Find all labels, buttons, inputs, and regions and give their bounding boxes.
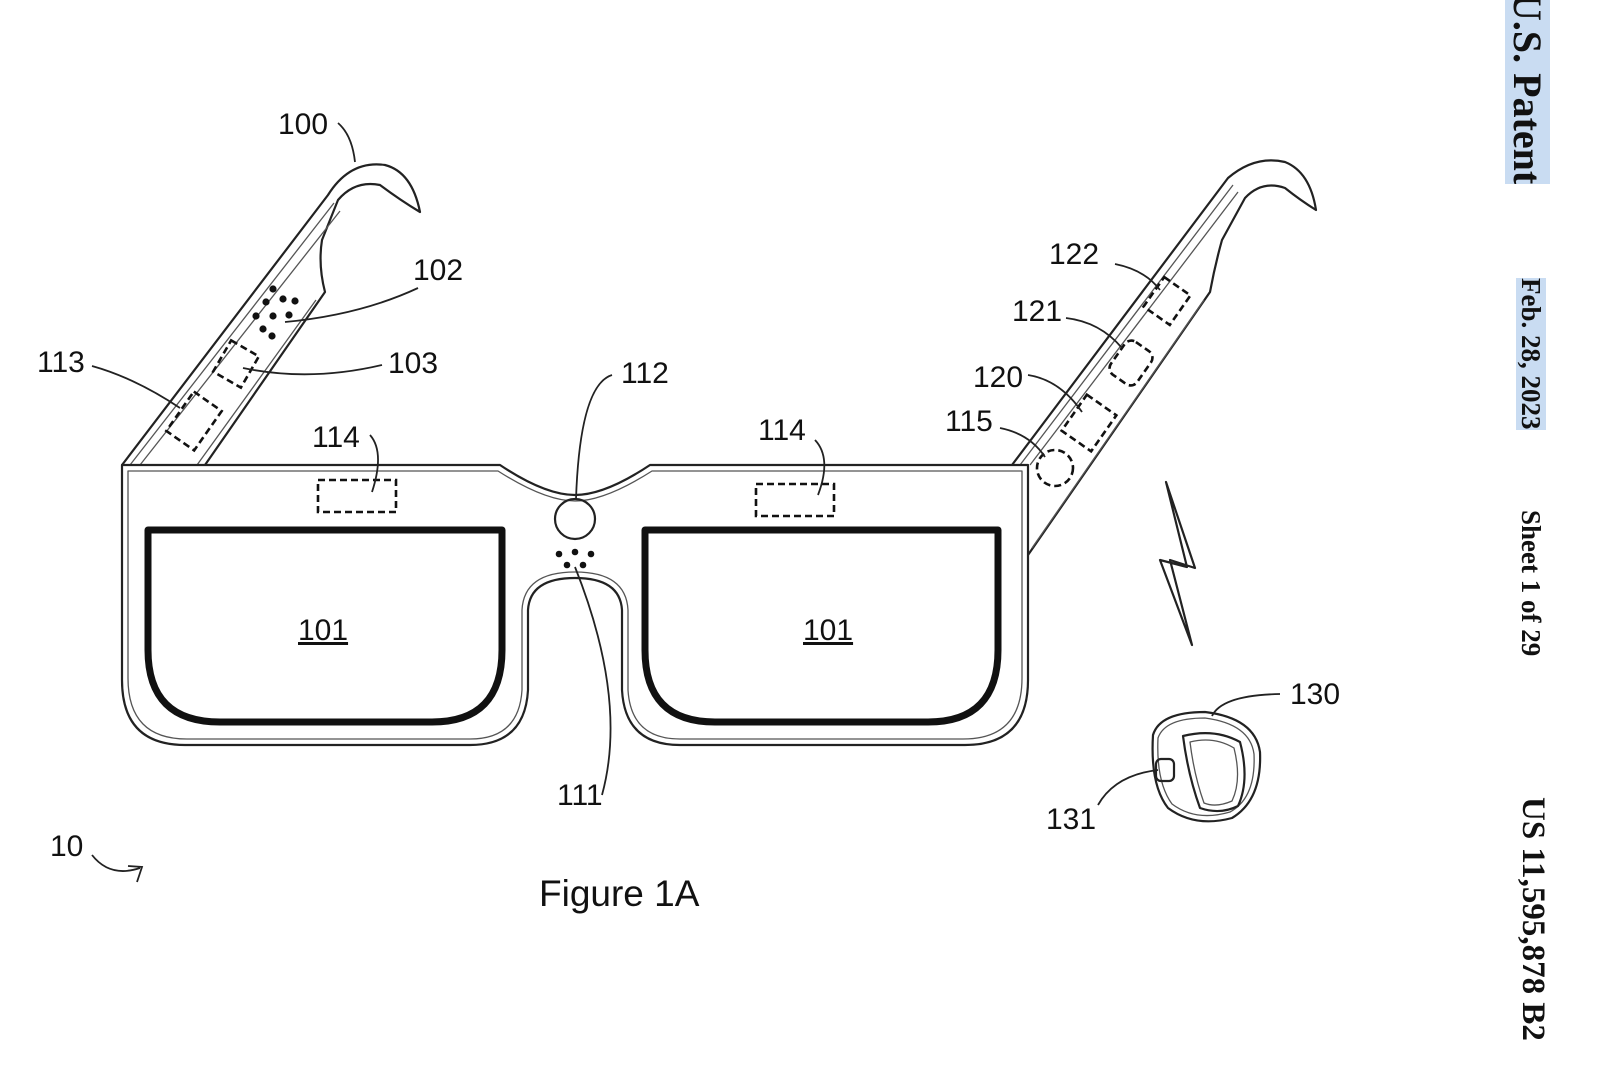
ref-131: 131 <box>1046 803 1096 836</box>
leader-10 <box>91 854 141 872</box>
leader-111 <box>574 566 612 796</box>
hinge-sensor-icon <box>1035 448 1075 488</box>
leader-113 <box>91 365 181 409</box>
ring-device <box>1151 710 1262 823</box>
ref-122: 122 <box>1049 238 1099 271</box>
ref-10: 10 <box>50 830 83 863</box>
leader-120 <box>1027 374 1083 413</box>
ref-102: 102 <box>413 254 463 287</box>
leader-130 <box>1211 693 1281 717</box>
ref-112: 112 <box>621 357 669 390</box>
left-sensor-module <box>211 338 261 390</box>
ref-100: 100 <box>278 108 328 141</box>
wireless-signal-icon <box>1158 480 1197 647</box>
patent-sheet: Sheet 1 of 29 <box>1516 510 1546 657</box>
right-module-121 <box>1108 339 1154 387</box>
left-speaker-dots <box>252 285 299 340</box>
ref-121: 121 <box>1012 295 1062 328</box>
right-module-120 <box>1059 392 1119 454</box>
ref-130: 130 <box>1290 678 1340 711</box>
leader-122 <box>1114 263 1161 291</box>
left-lens <box>144 526 506 726</box>
ref-103: 103 <box>388 347 438 380</box>
right-display-module <box>754 482 836 518</box>
microphone-dots <box>555 548 595 569</box>
leader-121 <box>1065 317 1123 349</box>
figure-caption: Figure 1A <box>539 873 700 914</box>
patent-publisher-label: U.S. Patent <box>1504 0 1551 185</box>
ref-111: 111 <box>557 779 603 812</box>
ref-115: 115 <box>945 405 993 438</box>
leader-115 <box>999 427 1046 458</box>
right-temple-arm <box>1011 159 1318 556</box>
patent-number: US 11,595,878 B2 <box>1515 797 1551 1041</box>
ref-114-left: 114 <box>312 421 360 454</box>
leader-131 <box>1097 769 1159 806</box>
left-module-113 <box>164 389 224 453</box>
leader-112 <box>575 374 613 500</box>
leader-114-right <box>814 439 826 496</box>
arrow-10-head <box>127 865 144 883</box>
right-module-122 <box>1141 275 1193 327</box>
leader-102 <box>284 287 419 323</box>
ref-114-right: 114 <box>758 414 806 447</box>
camera-icon <box>553 497 597 541</box>
ref-120: 120 <box>973 361 1023 394</box>
left-display-module <box>316 478 398 514</box>
patent-date: Feb. 28, 2023 <box>1516 278 1546 430</box>
leader-114-left <box>369 434 379 493</box>
right-lens <box>641 526 1002 726</box>
ref-101-right: 101 <box>803 614 853 647</box>
leader-103 <box>242 364 383 376</box>
ref-101-left: 101 <box>298 614 348 647</box>
glasses-frame <box>120 463 1030 747</box>
leader-100 <box>337 122 356 163</box>
ref-113: 113 <box>37 346 85 379</box>
